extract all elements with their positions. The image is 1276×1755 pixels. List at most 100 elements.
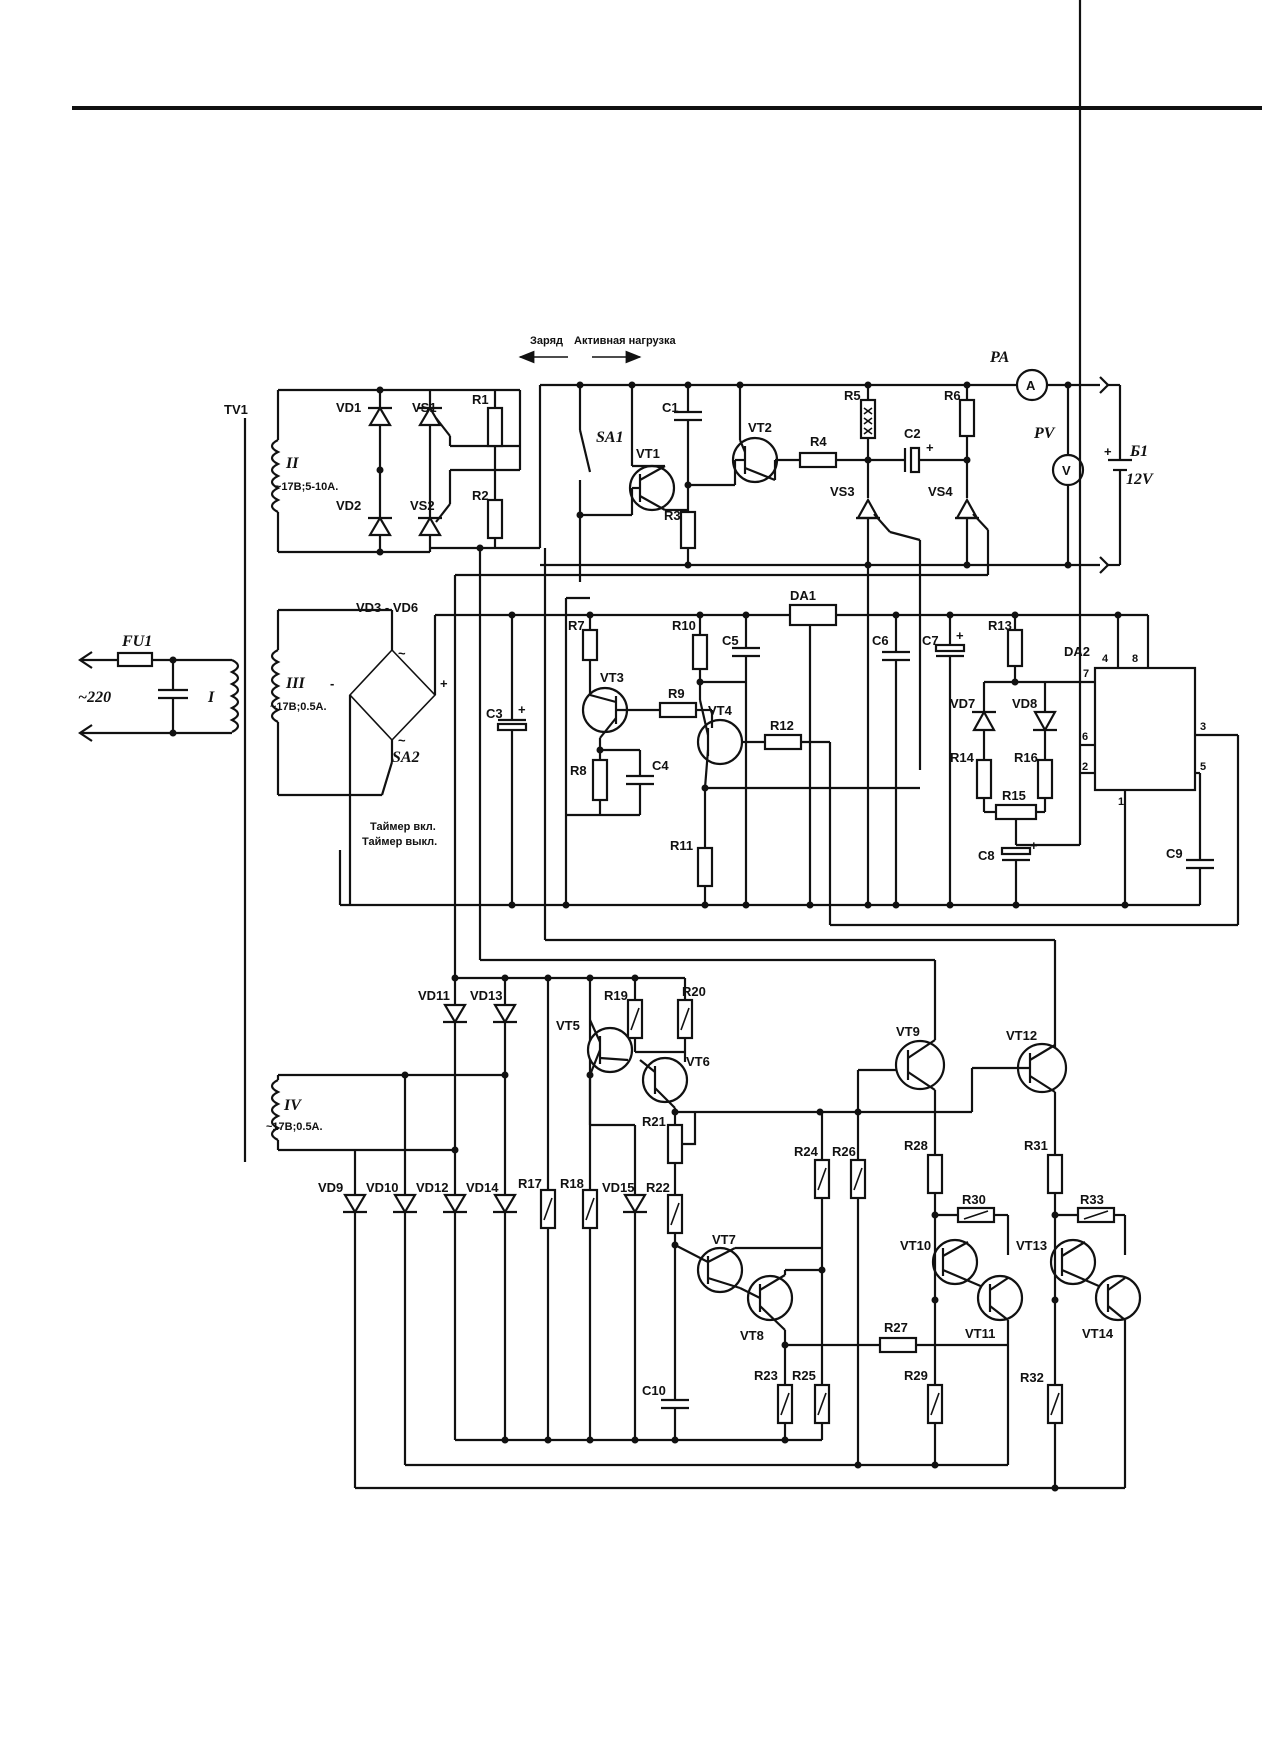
label-r15: R15 (1002, 788, 1026, 803)
potentiometer-r21 (666, 1123, 684, 1165)
label-r30: R30 (962, 1192, 986, 1207)
label-vs2: VS2 (410, 498, 435, 513)
label-r25: R25 (792, 1368, 816, 1383)
resistor-r8 (591, 758, 609, 802)
label-battery-plus: + (1104, 444, 1112, 459)
label-r4: R4 (810, 434, 827, 449)
label-winding-3: III (285, 675, 305, 692)
transistor-vt6 (641, 1056, 689, 1104)
label-c7-plus: + (956, 628, 964, 643)
label-vt6: VT6 (686, 1054, 710, 1069)
label-r7: R7 (568, 618, 585, 633)
label-vt11: VT11 (965, 1326, 995, 1341)
resistor-r6 (958, 398, 976, 438)
diode-vd8 (1033, 710, 1057, 733)
label-vd8: VD8 (1012, 696, 1037, 711)
label-r32: R32 (1020, 1370, 1044, 1385)
diode-vd11 (443, 1003, 467, 1025)
label-meter-a: A (1026, 378, 1036, 393)
ammeter-pa (1015, 368, 1049, 402)
fuse-fu1 (116, 651, 154, 668)
label-c4: C4 (652, 758, 669, 773)
label-timer-off: Таймер выкл. (362, 836, 437, 848)
label-vt9: VT9 (896, 1024, 920, 1039)
label-vd11: VD11 (418, 988, 450, 1003)
label-r13: R13 (988, 618, 1012, 633)
timer-da2 (1093, 666, 1197, 792)
resistor-r7 (581, 628, 599, 662)
da2-pin-5: 5 (1200, 761, 1206, 773)
zener-vd7 (972, 709, 996, 732)
label-bridge-ac2: ~ (398, 733, 406, 748)
resistor-r4 (798, 451, 838, 469)
label-c3-plus: + (518, 702, 526, 717)
mains-input: FU1 ~220 I (78, 633, 240, 742)
label-vd14: VD14 (466, 1180, 499, 1195)
label-r1: R1 (472, 392, 489, 407)
diode-vd13 (493, 1003, 517, 1025)
label-sa1: SA1 (596, 429, 624, 446)
label-bridge-ac1: ~ (398, 646, 406, 661)
transistor-vt8 (746, 1274, 794, 1322)
label-r22: R22 (646, 1180, 670, 1195)
label-vs4: VS4 (928, 484, 953, 499)
diode-bridge (348, 648, 437, 742)
label-c2: C2 (904, 426, 921, 441)
resistor-r5 (859, 398, 877, 440)
resistor-r28 (926, 1153, 944, 1195)
label-r19: R19 (604, 988, 628, 1003)
label-r26: R26 (832, 1144, 856, 1159)
label-pv: PV (1033, 425, 1056, 442)
label-vd15: VD15 (602, 1180, 635, 1195)
resistor-r12 (763, 733, 803, 751)
transistor-vt13 (1049, 1238, 1097, 1286)
resistor-r1 (486, 406, 504, 448)
label-r2: R2 (472, 488, 489, 503)
label-c3: C3 (486, 706, 503, 721)
transistor-vt10 (931, 1238, 979, 1286)
label-vd1: VD1 (336, 400, 361, 415)
da2-pin-6: 6 (1082, 731, 1088, 743)
da2-pin-7: 7 (1083, 668, 1089, 680)
diode-vd12 (443, 1193, 467, 1215)
da2-pin-2: 2 (1082, 761, 1088, 773)
transistor-vt4 (696, 718, 744, 766)
label-bridge-plus: + (440, 676, 448, 691)
label-timer-on: Таймер вкл. (370, 821, 436, 833)
regulator-da1 (788, 603, 838, 627)
label-vd13: VD13 (470, 988, 503, 1003)
label-sa2: SA2 (392, 749, 420, 766)
label-da2: DA2 (1064, 644, 1090, 659)
diode-vd9 (343, 1193, 367, 1215)
label-r28: R28 (904, 1138, 928, 1153)
label-c6: C6 (872, 633, 889, 648)
label-c2-plus: + (926, 440, 934, 455)
label-c9: C9 (1166, 846, 1183, 861)
capacitor-c2 (909, 446, 921, 474)
mode-indicator: Заряд Активная нагрузка (518, 335, 676, 364)
label-r14: R14 (950, 750, 975, 765)
label-vt5: VT5 (556, 1018, 580, 1033)
da2-pin-8: 8 (1132, 653, 1138, 665)
label-r3: R3 (664, 508, 681, 523)
label-r5: R5 (844, 388, 861, 403)
label-vd12: VD12 (416, 1180, 449, 1195)
winding-2-section: II ~17В;5-10А. VD1 VD2 VS1 VS2 R1 R2 (270, 349, 1154, 770)
label-battery: Б1 (1129, 443, 1148, 460)
label-r9: R9 (668, 686, 685, 701)
resistor-r11 (696, 846, 714, 888)
label-winding-3-spec: ~17В;0.5А. (270, 701, 327, 713)
resistor-r13 (1006, 628, 1024, 668)
label-vt14: VT14 (1082, 1326, 1114, 1341)
label-meter-v: V (1062, 463, 1071, 478)
label-vt2: VT2 (748, 420, 772, 435)
label-da1: DA1 (790, 588, 816, 603)
label-r20: R20 (682, 984, 706, 999)
label-vt10: VT10 (900, 1238, 931, 1253)
diode-vd10 (393, 1193, 417, 1215)
label-vs1: VS1 (412, 400, 437, 415)
label-vd9: VD9 (318, 1180, 343, 1195)
label-vt7: VT7 (712, 1232, 736, 1247)
label-vd7: VD7 (950, 696, 975, 711)
